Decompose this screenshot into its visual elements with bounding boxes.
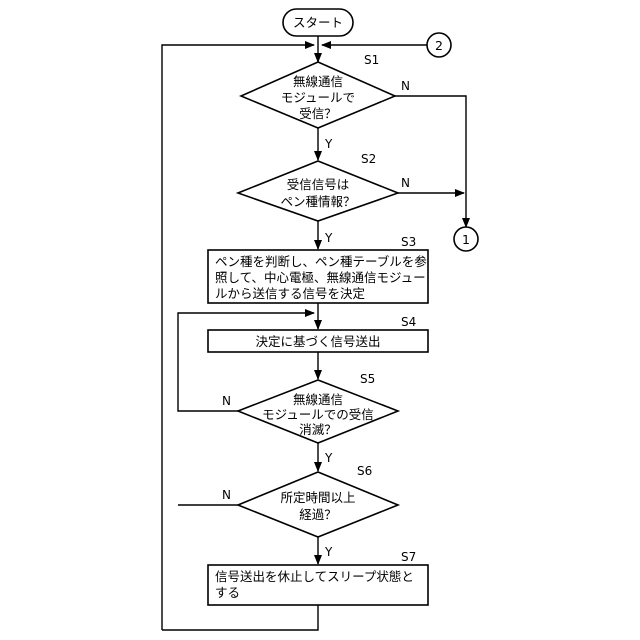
start-label: スタート	[293, 15, 343, 30]
decision-s1: 無線通信 モジュールで 受信？ S1 N Y	[241, 53, 410, 151]
arrow-s1-no	[395, 96, 466, 227]
decision-s2: 受信信号は ペン種情報？ S2 N Y	[238, 152, 410, 245]
decision-s6: 所定時間以上 経過？ S6 N Y	[222, 464, 398, 559]
decision-s1-line-1: 無線通信	[293, 74, 343, 89]
s5-no-label: N	[222, 394, 231, 408]
connector-2: 2	[427, 33, 451, 57]
s6-yes-label: Y	[324, 545, 333, 559]
s1-no-label: N	[401, 79, 410, 93]
step-id-s6: S6	[357, 464, 372, 478]
process-s7-line-2: する	[215, 585, 240, 600]
step-id-s5: S5	[360, 372, 375, 386]
process-s4-line-1: 決定に基づく信号送出	[255, 334, 380, 349]
step-id-s3: S3	[401, 235, 416, 249]
process-s7-line-1: 信号送出を休止してスリープ状態と	[215, 569, 414, 584]
decision-s6-line-1: 所定時間以上	[280, 490, 355, 505]
start-terminal: スタート	[283, 9, 353, 36]
decision-s5: 無線通信 モジュールでの受信 消滅？ S5 N Y	[222, 372, 398, 465]
s5-yes-label: Y	[324, 451, 333, 465]
decision-s1-line-3: 受信？	[299, 106, 337, 121]
decision-s5-line-3: 消滅？	[299, 422, 337, 437]
decision-s2-line-2: ペン種情報？	[280, 194, 355, 209]
process-s3-line-1: ペン種を判断し、ペン種テーブルを参	[215, 254, 427, 269]
step-id-s4: S4	[401, 315, 416, 329]
connector-1-label: 1	[462, 232, 470, 247]
s2-no-label: N	[401, 176, 410, 190]
connector-1: 1	[454, 227, 478, 251]
decision-s1-line-2: モジュールで	[281, 90, 355, 105]
step-id-s7: S7	[401, 550, 416, 564]
step-id-s1: S1	[364, 53, 379, 67]
s1-yes-label: Y	[324, 137, 333, 151]
decision-s5-line-1: 無線通信	[293, 392, 343, 407]
connector-2-label: 2	[435, 38, 443, 53]
step-id-s2: S2	[361, 152, 376, 166]
process-s3-line-2: 照して、中心電極、無線通信モジュー	[215, 270, 426, 285]
s2-yes-label: Y	[324, 231, 333, 245]
decision-s5-line-2: モジュールでの受信	[262, 407, 374, 422]
s6-no-label: N	[222, 488, 231, 502]
process-s3-line-3: ルから送信する信号を決定	[215, 286, 365, 301]
decision-s6-line-2: 経過？	[299, 507, 337, 522]
line-s7-to-loop	[162, 605, 318, 630]
decision-s2-line-1: 受信信号は	[287, 177, 350, 192]
